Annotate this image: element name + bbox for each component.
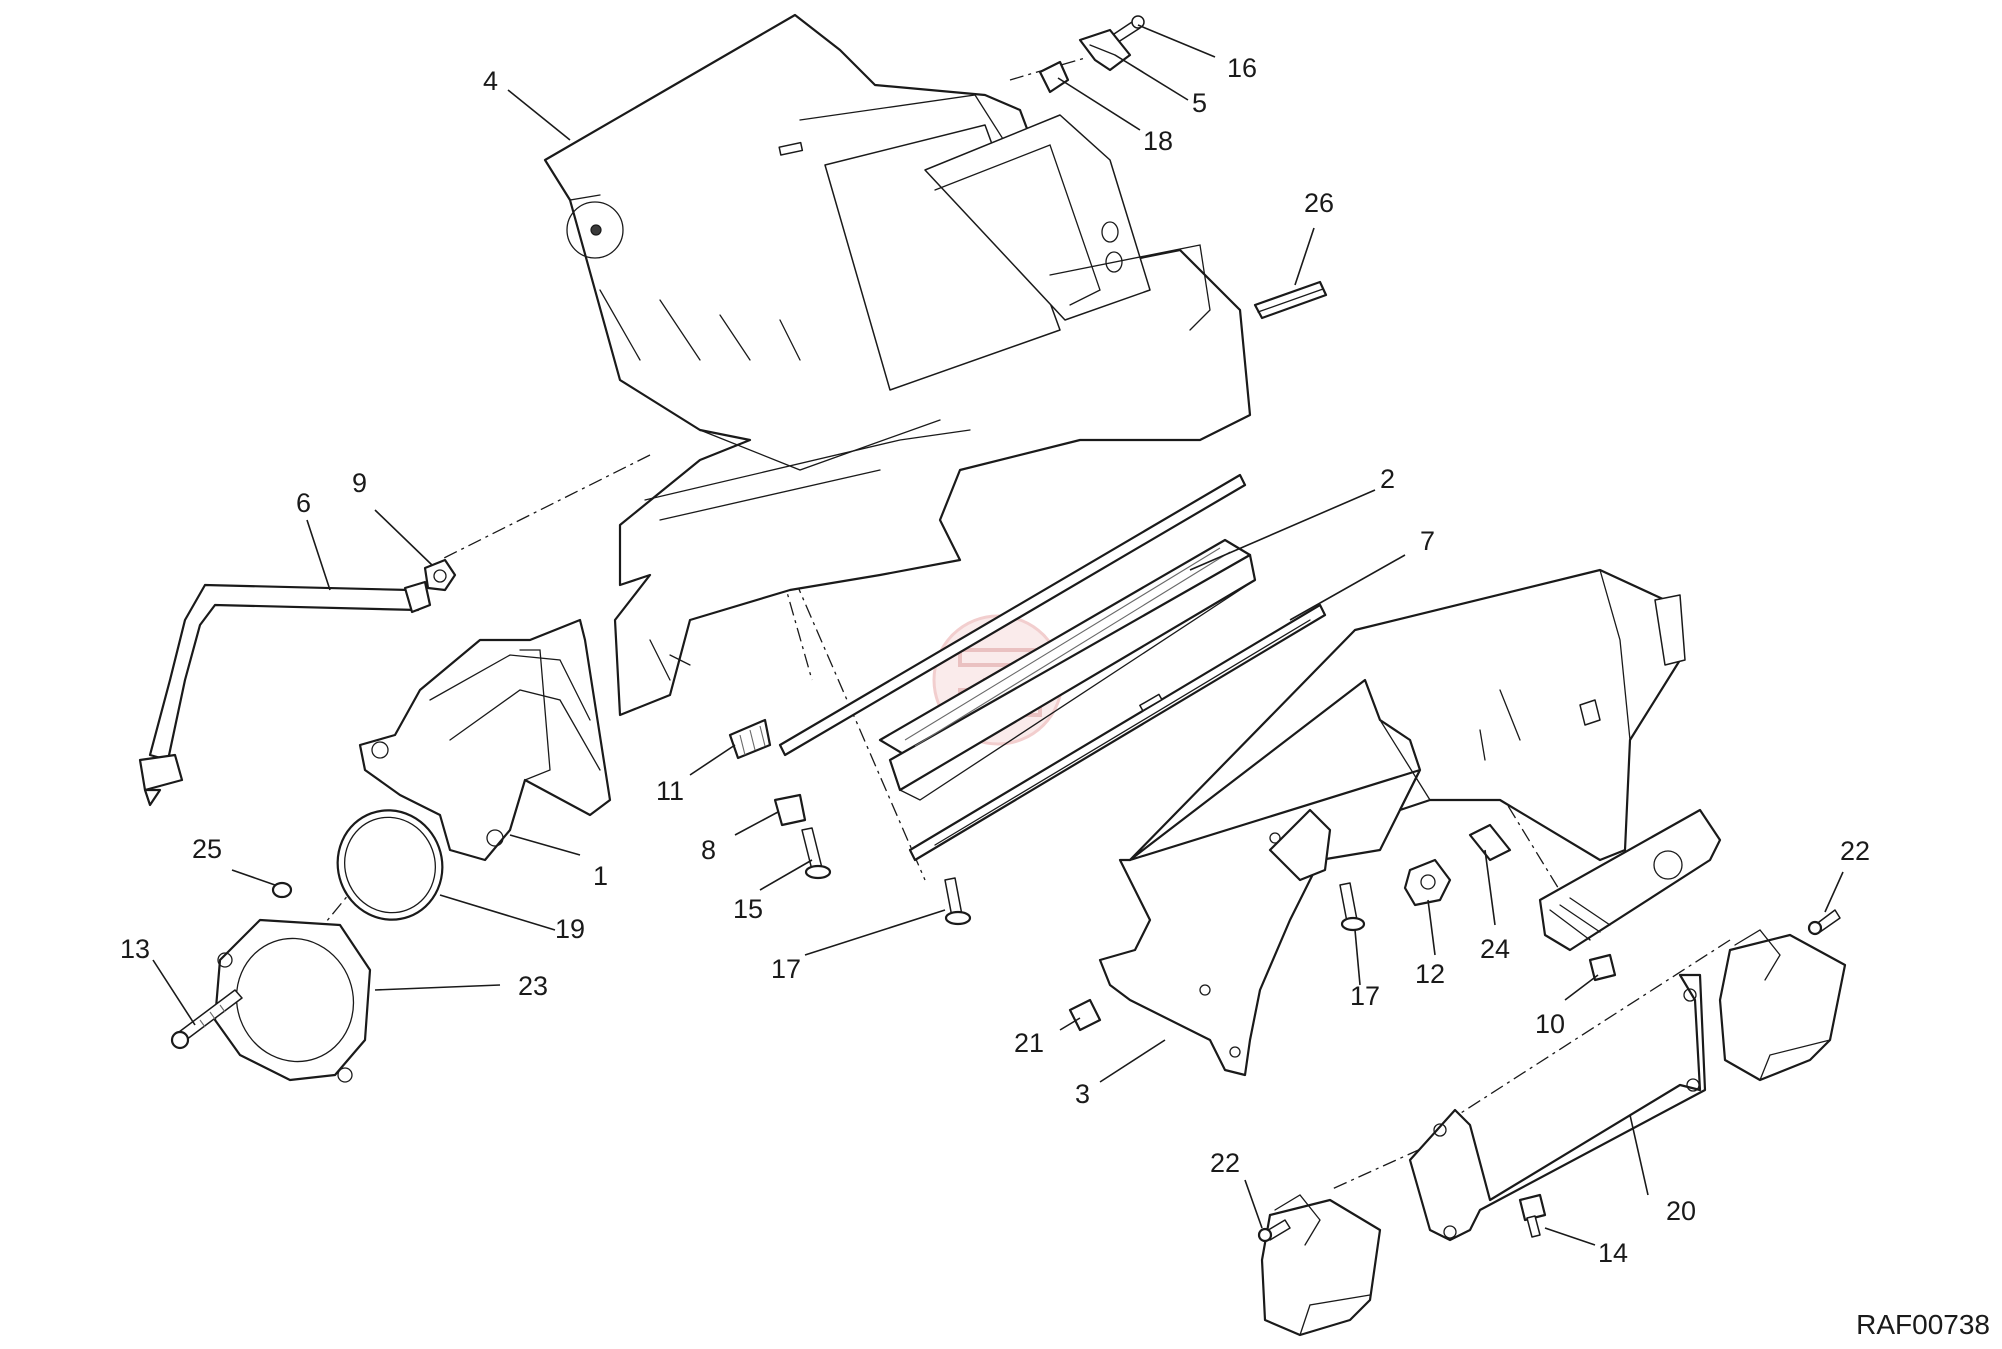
screw-22-bottom <box>1257 1219 1291 1243</box>
grommet-18 <box>1038 60 1070 94</box>
callout-6: 6 <box>296 488 311 518</box>
ring-25 <box>271 881 293 899</box>
air-filter-2 <box>778 473 1257 801</box>
grommet-12 <box>1403 858 1452 907</box>
screw-15 <box>801 827 832 880</box>
nut-11 <box>728 718 772 760</box>
screw-17 <box>944 877 972 926</box>
callout-19: 19 <box>555 914 585 944</box>
callout-4: 4 <box>483 66 498 96</box>
callout-9: 9 <box>352 468 367 498</box>
callout-17-b: 17 <box>1350 981 1380 1011</box>
callout-23: 23 <box>518 971 548 1001</box>
callout-16: 16 <box>1227 53 1257 83</box>
airbox-cover <box>543 13 1252 717</box>
ignition-coil-bottom <box>1260 1194 1382 1337</box>
callout-1: 1 <box>593 861 608 891</box>
callout-22-b: 22 <box>1210 1148 1240 1178</box>
leader-lines <box>152 24 1844 1246</box>
callout-17-a: 17 <box>771 954 801 984</box>
breather-hose-6 <box>138 580 432 807</box>
screw-22-top <box>1807 909 1841 936</box>
callout-8: 8 <box>701 835 716 865</box>
callout-25: 25 <box>192 834 222 864</box>
callout-2: 2 <box>1380 464 1395 494</box>
clip-24 <box>1468 823 1512 862</box>
screw-13 <box>170 989 243 1050</box>
callout-labels: 1 2 3 4 5 6 7 8 9 10 11 12 13 14 15 16 1… <box>120 53 1870 1268</box>
callout-22-a: 22 <box>1840 836 1870 866</box>
callout-18: 18 <box>1143 126 1173 156</box>
callout-12: 12 <box>1415 959 1445 989</box>
callout-7: 7 <box>1420 526 1435 556</box>
callout-21: 21 <box>1014 1028 1044 1058</box>
callout-20: 20 <box>1666 1196 1696 1226</box>
clip-bracket-5 <box>1078 28 1132 72</box>
filter-frame-7 <box>908 603 1327 862</box>
o-ring-19 <box>336 809 444 921</box>
hose-clamp-9 <box>423 558 457 592</box>
airbox-base-3 <box>1098 768 1422 1077</box>
callout-10: 10 <box>1535 1009 1565 1039</box>
callout-3: 3 <box>1075 1079 1090 1109</box>
screw-17b <box>1339 882 1366 932</box>
callout-13: 13 <box>120 934 150 964</box>
ignition-coil-top <box>1718 929 1847 1082</box>
intake-duct-1 <box>358 618 612 862</box>
callout-26: 26 <box>1304 188 1334 218</box>
nut-21 <box>1068 998 1102 1032</box>
callout-5: 5 <box>1192 88 1207 118</box>
callout-14: 14 <box>1598 1238 1628 1268</box>
callout-24: 24 <box>1480 934 1510 964</box>
bolt-14 <box>1518 1193 1547 1238</box>
callout-15: 15 <box>733 894 763 924</box>
tube-26 <box>1253 280 1328 320</box>
airbox-tray <box>1128 568 1686 862</box>
coil-bracket-20 <box>1408 973 1707 1242</box>
callout-11: 11 <box>656 776 684 806</box>
gasket-23 <box>213 918 372 1083</box>
nut-10 <box>1588 953 1617 982</box>
spacer-8 <box>773 793 807 827</box>
sensor-module <box>1538 808 1722 952</box>
drawing-reference-code: RAF00738 <box>1856 1309 1990 1340</box>
